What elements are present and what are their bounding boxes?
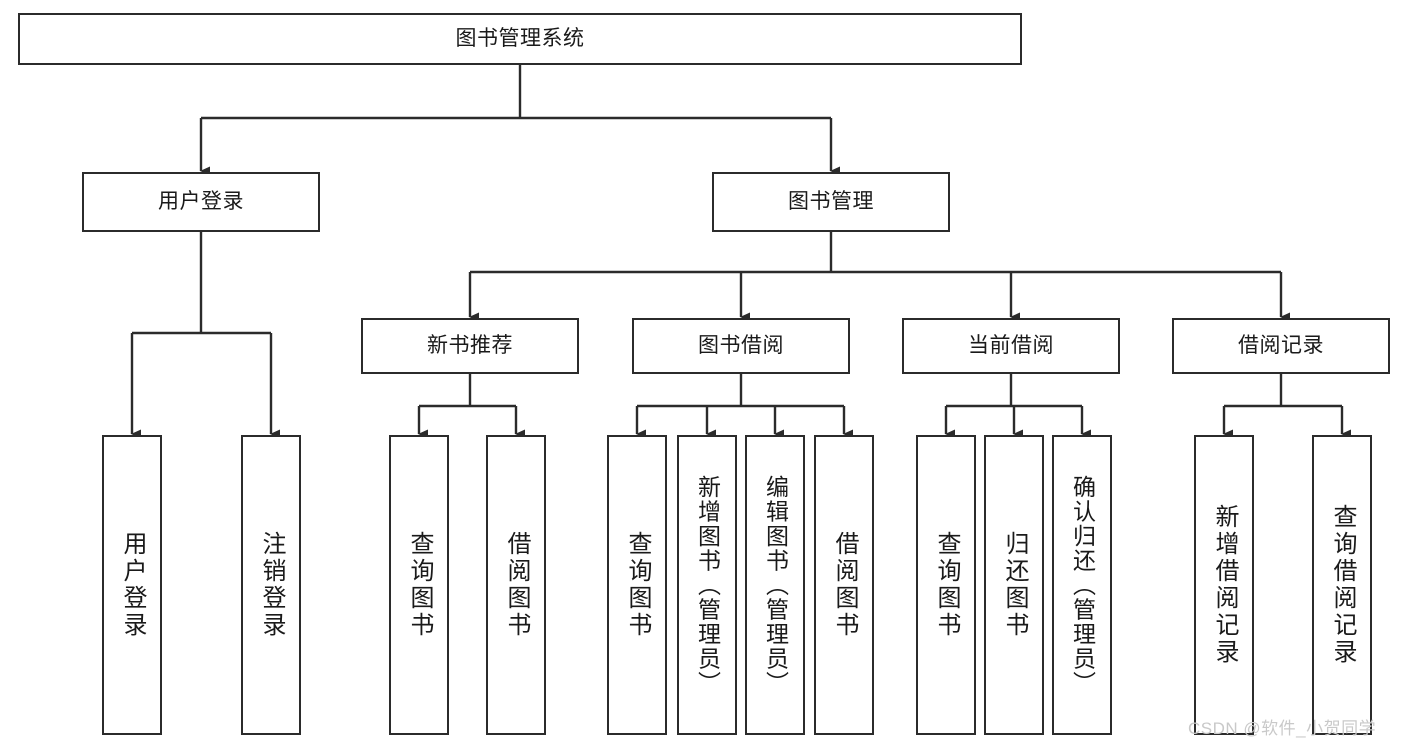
node-borrow-record[interactable]: 借阅记录 [1172,318,1390,374]
node-label-leaf-borrow-book-2: 借阅图书 [831,531,858,639]
node-leaf-query-record[interactable]: 查询借阅记录 [1312,435,1372,735]
node-label-leaf-query-record: 查询借阅记录 [1329,504,1356,666]
node-label-leaf-query-book-2: 查询图书 [624,531,651,639]
node-label-leaf-return-book: 归还图书 [1001,531,1028,639]
node-label-book-borrow: 图书借阅 [698,334,784,358]
node-leaf-borrow-book-1[interactable]: 借阅图书 [486,435,546,735]
node-current-borrow[interactable]: 当前借阅 [902,318,1120,374]
node-label-current-borrow: 当前借阅 [968,334,1054,358]
node-leaf-borrow-book-2[interactable]: 借阅图书 [814,435,874,735]
node-label-leaf-borrow-book-1: 借阅图书 [503,531,530,639]
node-root[interactable]: 图书管理系统 [18,13,1022,65]
node-label-root: 图书管理系统 [455,27,585,51]
node-label-book-manage: 图书管理 [788,190,874,214]
node-label-leaf-confirm-return-admin: 确认归还（管理员） [1069,474,1096,696]
node-leaf-add-book-admin[interactable]: 新增图书（管理员） [677,435,737,735]
node-leaf-query-book-2[interactable]: 查询图书 [607,435,667,735]
node-leaf-query-book-1[interactable]: 查询图书 [389,435,449,735]
node-label-leaf-user-login: 用户登录 [119,531,146,639]
node-label-leaf-user-logout: 注销登录 [258,531,285,639]
node-label-borrow-record: 借阅记录 [1238,334,1324,358]
node-label-user-login: 用户登录 [158,190,244,214]
node-label-new-book-rec: 新书推荐 [427,334,513,358]
node-leaf-return-book[interactable]: 归还图书 [984,435,1044,735]
watermark-text: CSDN @软件_小贺同学 [1188,719,1377,738]
node-leaf-add-record[interactable]: 新增借阅记录 [1194,435,1254,735]
node-leaf-user-logout[interactable]: 注销登录 [241,435,301,735]
node-leaf-edit-book-admin[interactable]: 编辑图书（管理员） [745,435,805,735]
node-leaf-confirm-return-admin[interactable]: 确认归还（管理员） [1052,435,1112,735]
node-leaf-user-login[interactable]: 用户登录 [102,435,162,735]
node-leaf-query-book-3[interactable]: 查询图书 [916,435,976,735]
node-book-borrow[interactable]: 图书借阅 [632,318,850,374]
node-new-book-rec[interactable]: 新书推荐 [361,318,579,374]
node-user-login[interactable]: 用户登录 [82,172,320,232]
node-label-leaf-add-book-admin: 新增图书（管理员） [694,474,721,696]
node-book-manage[interactable]: 图书管理 [712,172,950,232]
node-label-leaf-query-book-1: 查询图书 [406,531,433,639]
node-label-leaf-edit-book-admin: 编辑图书（管理员） [762,474,789,696]
node-label-leaf-add-record: 新增借阅记录 [1211,504,1238,666]
node-label-leaf-query-book-3: 查询图书 [933,531,960,639]
